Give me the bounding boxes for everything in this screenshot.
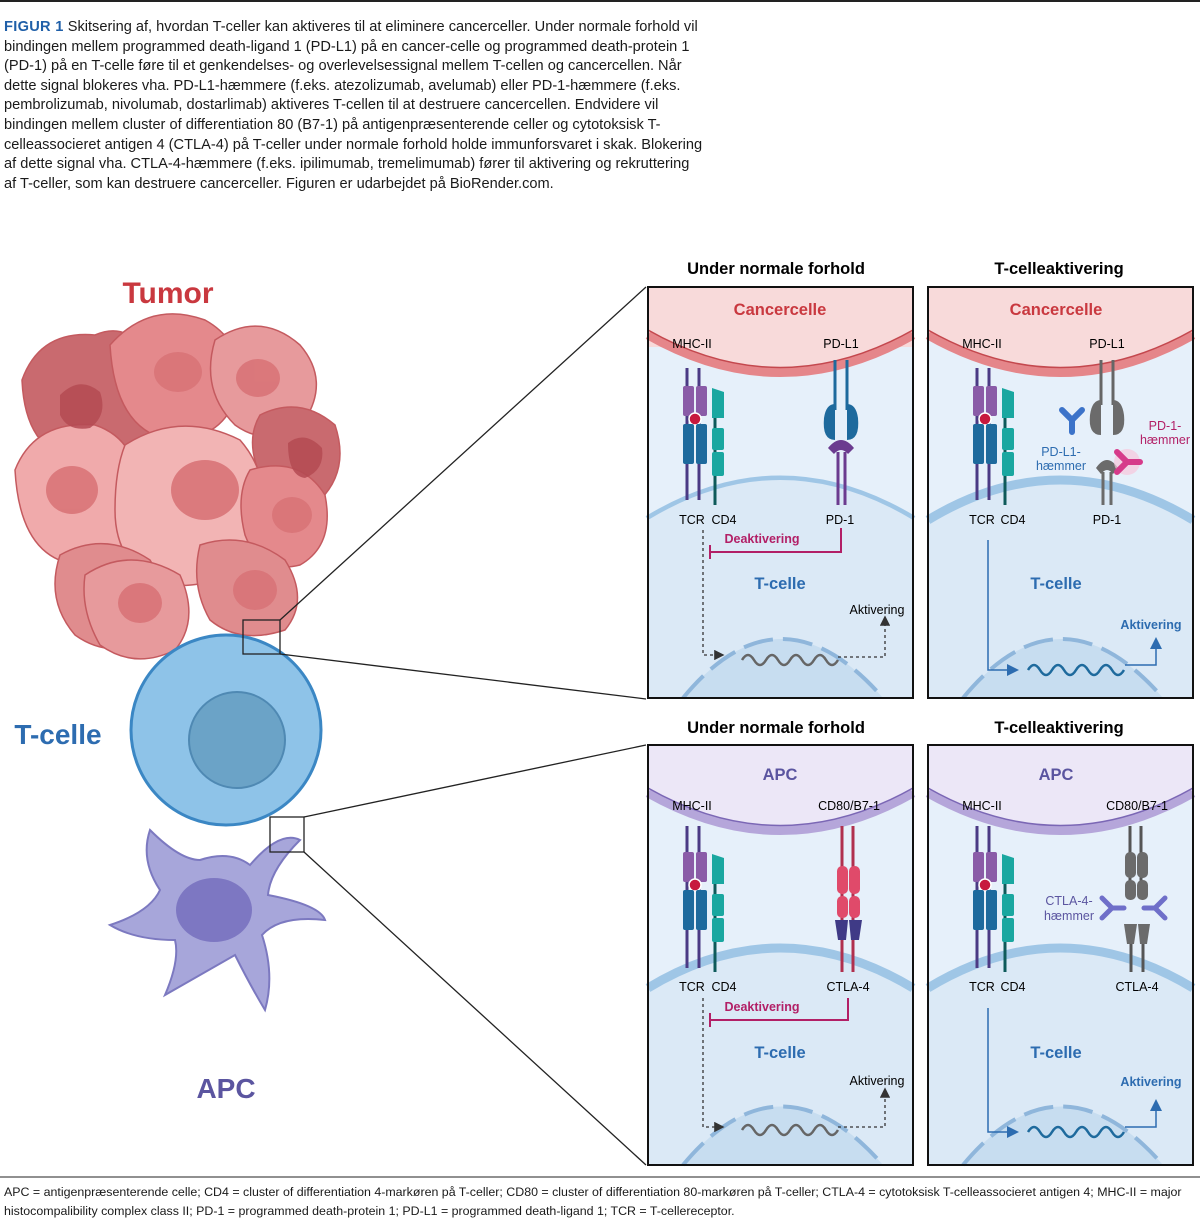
bl-tcr-label: TCR	[679, 980, 705, 994]
tl-cell-top-label: Cancercelle	[734, 301, 827, 319]
bl-receptor-label: CTLA-4	[826, 980, 869, 994]
footnote: APC = antigenpræsenterende celle; CD4 = …	[4, 1185, 1182, 1218]
tumor-cluster	[14, 313, 341, 660]
br-tcr-label: TCR	[969, 980, 995, 994]
tr-cell-top-label: Cancercelle	[1010, 301, 1103, 319]
figure-label: FIGUR 1	[4, 19, 64, 35]
panel-tl-heading: Under normale forhold	[687, 260, 865, 278]
panel-tr: PD-L1- hæmmer PD-1- hæmmer MHC-II PD-L1 …	[925, 286, 1196, 700]
tr-inhib-b-line1: PD-1-	[1149, 419, 1182, 433]
caption-text: Skitsering af, hvordan T-celler kan akti…	[4, 19, 703, 192]
tl-ligand-label: PD-L1	[823, 337, 858, 351]
tl-receptor-label: PD-1	[826, 513, 855, 527]
tl-tcr-label: TCR	[679, 513, 705, 527]
overview-apc	[107, 828, 327, 1013]
bl-tcell-label: T-celle	[754, 1044, 805, 1062]
tr-inhib-a-line1: PD-L1-	[1041, 445, 1081, 459]
tcell-label: T-celle	[14, 719, 101, 750]
figure-caption: FIGUR 1 Skitsering af, hvordan T-celler …	[4, 18, 704, 194]
apc-label: APC	[196, 1073, 255, 1104]
tr-pdl1-pd1	[1089, 360, 1125, 505]
bl-signal-label: Deaktivering	[724, 1000, 799, 1014]
tr-mhc-tcr	[973, 368, 1014, 505]
bl-ligand-label: CD80/B7-1	[818, 799, 880, 813]
panel-tr-heading: T-celleaktivering	[994, 260, 1123, 278]
tl-mhc-tcr	[683, 368, 724, 505]
bl-cd80-ctla4	[835, 826, 862, 972]
panel-br-heading: T-celleaktivering	[994, 719, 1123, 737]
tl-signal-label: Deaktivering	[724, 532, 799, 546]
br-activation-label: Aktivering	[1120, 1075, 1181, 1089]
tl-mhc-label: MHC-II	[672, 337, 712, 351]
br-cell-top-label: APC	[1039, 766, 1074, 784]
br-cd80-ctla4	[1124, 826, 1150, 972]
bl-cd4-label: CD4	[711, 980, 736, 994]
br-inhib-line2: hæmmer	[1044, 909, 1094, 923]
panel-tl: MHC-II PD-L1 TCR CD4 PD-1 Deaktivering T…	[645, 286, 916, 700]
tl-activation-label: Aktivering	[850, 603, 905, 617]
panel-bl: MHC-II CD80/B7-1 TCR CD4 CTLA-4 Deaktive…	[645, 744, 916, 1167]
bl-activation-label: Aktivering	[850, 1074, 905, 1088]
tr-inhib-b-line2: hæmmer	[1140, 433, 1190, 447]
tr-mhc-label: MHC-II	[962, 337, 1002, 351]
pd-1-inhibitor-icon	[1114, 449, 1143, 475]
tr-ligand-label: PD-L1	[1089, 337, 1124, 351]
tr-activation-label: Aktivering	[1120, 618, 1181, 632]
tr-inhib-a-line2: hæmmer	[1036, 459, 1086, 473]
tr-receptor-label: PD-1	[1093, 513, 1122, 527]
top-rule	[0, 0, 1200, 2]
br-mhc-label: MHC-II	[962, 799, 1002, 813]
tl-pdl1-pd1	[823, 360, 859, 505]
tl-tcell-label: T-celle	[754, 575, 805, 593]
br-ligand-label: CD80/B7-1	[1106, 799, 1168, 813]
tr-tcell-label: T-celle	[1030, 575, 1081, 593]
br-cd4-label: CD4	[1000, 980, 1025, 994]
bl-cell-top-label: APC	[763, 766, 798, 784]
panel-bl-heading: Under normale forhold	[687, 719, 865, 737]
bl-mhc-tcr	[683, 826, 724, 972]
br-inhib-line1: CTLA-4-	[1045, 894, 1092, 908]
panel-br: CTLA-4- hæmmer MHC-II CD80/B7-1 TCR CD4 …	[925, 744, 1196, 1167]
br-tcell-label: T-celle	[1030, 1044, 1081, 1062]
tumor-label: Tumor	[122, 277, 213, 310]
zoom-callouts	[242, 286, 647, 1166]
tr-tcr-label: TCR	[969, 513, 995, 527]
tr-cd4-label: CD4	[1000, 513, 1025, 527]
overview-tcell	[129, 633, 323, 827]
tl-cd4-label: CD4	[711, 513, 736, 527]
pd-l1-inhibitor-icon	[1059, 407, 1085, 435]
ctla-4-inhibitor-icon	[1099, 895, 1168, 921]
br-mhc-tcr	[973, 826, 1014, 972]
bl-mhc-label: MHC-II	[672, 799, 712, 813]
br-receptor-label: CTLA-4	[1115, 980, 1158, 994]
